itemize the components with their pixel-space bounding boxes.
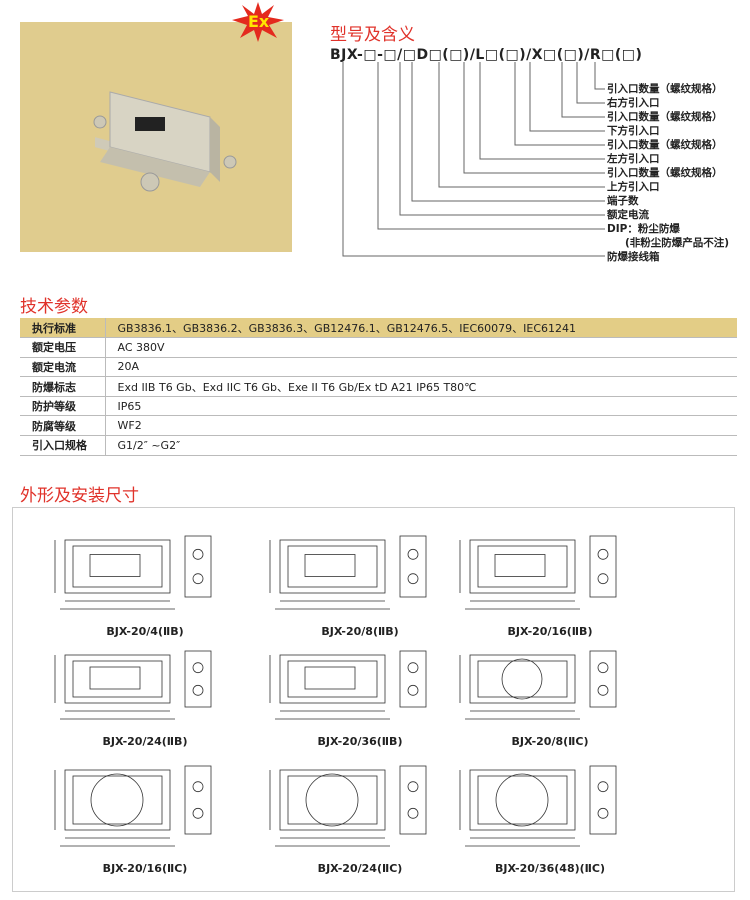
explosion-star-icon <box>232 2 284 42</box>
model-code: BJX-□-□/□D□(□)/L□(□)/X□(□)/R□(□) <box>330 47 643 63</box>
model-code-leader-lines <box>342 62 605 257</box>
dimension-drawing <box>269 535 427 610</box>
model-code-label: 引入口数量（螺纹规格） <box>607 167 723 179</box>
dimension-drawing <box>54 765 212 847</box>
specs-section-title: 技术参数 <box>20 297 88 317</box>
drawing-caption: BJX-20/8(ⅡB) <box>321 625 399 638</box>
model-code-label: (非粉尘防爆产品不注) <box>625 237 730 249</box>
drawing-caption: BJX-20/36(48)(ⅡC) <box>495 862 605 875</box>
spec-key: 额定电压 <box>20 337 106 358</box>
model-code-label: 下方引入口 <box>607 125 660 137</box>
spec-key: 执行标准 <box>20 318 106 339</box>
dimension-drawing <box>54 535 212 610</box>
dims-section-title: 外形及安装尺寸 <box>20 486 139 506</box>
model-code-label: DIP：粉尘防爆 <box>607 223 680 235</box>
dimension-drawing <box>54 650 212 720</box>
spec-key: 额定电流 <box>20 357 106 378</box>
drawing-caption: BJX-20/24(ⅡB) <box>102 735 188 748</box>
model-section-title: 型号及含义 <box>330 25 415 45</box>
drawing-caption: BJX-20/4(ⅡB) <box>106 625 184 638</box>
dimension-drawing <box>459 535 617 610</box>
model-code-label: 防爆接线箱 <box>607 251 660 263</box>
spec-key: 防护等级 <box>20 396 106 417</box>
spec-value: 20A <box>105 357 737 378</box>
model-code-label: 右方引入口 <box>607 97 660 109</box>
spec-value: WF2 <box>105 415 737 437</box>
model-code-label: 额定电流 <box>607 209 649 221</box>
model-code-label: 引入口数量（螺纹规格） <box>607 111 723 123</box>
spec-value: Exd IIB T6 Gb、Exd IIC T6 Gb、Exe II T6 Gb… <box>105 376 737 397</box>
dimension-drawing <box>269 650 427 720</box>
model-code-label: 端子数 <box>607 195 639 207</box>
drawing-caption: BJX-20/16(ⅡB) <box>507 625 593 638</box>
model-code-label: 上方引入口 <box>607 181 660 193</box>
product-photo <box>20 22 292 252</box>
model-code-label: 左方引入口 <box>607 153 660 165</box>
dimension-drawing <box>269 765 427 847</box>
drawing-caption: BJX-20/16(ⅡC) <box>102 862 188 875</box>
junction-box-image <box>93 91 237 192</box>
spec-value: GB3836.1、GB3836.2、GB3836.3、GB12476.1、GB1… <box>105 318 737 339</box>
spec-value: IP65 <box>105 396 737 417</box>
model-code-label: 引入口数量（螺纹规格） <box>607 83 723 95</box>
drawing-caption: BJX-20/36(ⅡB) <box>317 735 403 748</box>
dimension-drawings-panel <box>12 507 735 892</box>
dimension-drawing <box>459 765 617 847</box>
ex-badge: Ex <box>232 2 284 42</box>
spec-key: 引入口规格 <box>20 435 106 456</box>
spec-value: AC 380V <box>105 337 737 358</box>
model-code-label: 引入口数量（螺纹规格） <box>607 139 723 151</box>
drawing-caption: BJX-20/24(ⅡC) <box>317 862 403 875</box>
spec-value: G1/2″ ~G2″ <box>105 435 737 456</box>
spec-key: 防爆标志 <box>20 376 106 397</box>
dimension-drawing <box>459 650 617 720</box>
drawing-caption: BJX-20/8(ⅡC) <box>511 735 589 748</box>
ex-badge-text: Ex <box>248 12 270 31</box>
spec-key: 防腐等级 <box>20 415 106 437</box>
